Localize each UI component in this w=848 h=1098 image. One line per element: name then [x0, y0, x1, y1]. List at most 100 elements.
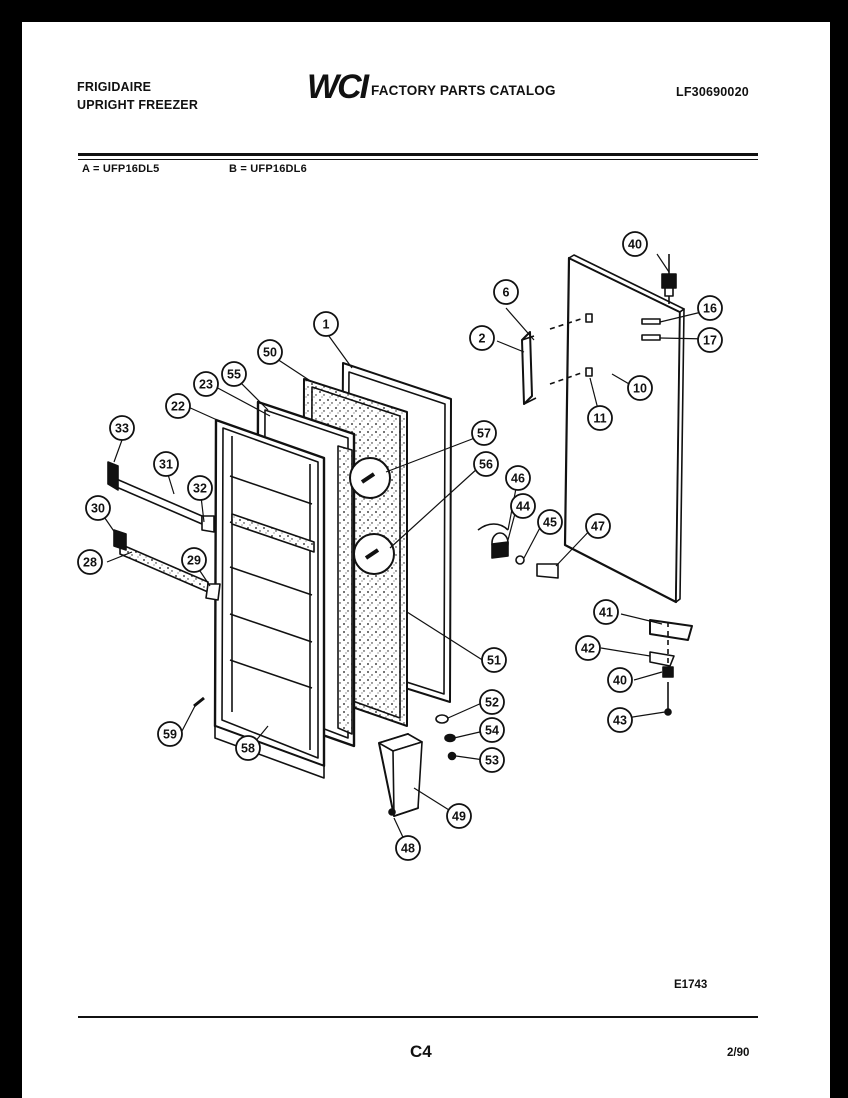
callout-label: 29	[187, 554, 201, 568]
callout-label: 57	[477, 427, 491, 441]
callout-label: 11	[593, 412, 606, 426]
callout-c47: 47	[585, 513, 611, 539]
callout-circle	[587, 405, 613, 431]
inner-liner-22	[213, 418, 326, 779]
callout-circle	[622, 231, 648, 257]
callout-circle	[593, 599, 619, 625]
callout-circle	[510, 493, 536, 519]
callout-c42: 42	[575, 635, 601, 661]
callout-c40a: 40	[622, 231, 648, 257]
callout-label: 41	[599, 606, 613, 620]
revision-date: 2/90	[727, 1047, 750, 1059]
footer-rule	[78, 1016, 758, 1018]
thermostat-parts	[477, 523, 559, 579]
top-hinge-screw	[661, 254, 677, 304]
callout-circle	[473, 451, 499, 477]
callout-c52: 52	[479, 689, 505, 715]
callout-circle	[85, 495, 111, 521]
leader-lines	[97, 253, 711, 849]
callout-label: 55	[227, 368, 241, 382]
callout-label: 51	[487, 654, 501, 668]
callout-circle	[395, 835, 421, 861]
callout-label: 44	[516, 500, 530, 514]
catalog-sheet: FRIGIDAIRE UPRIGHT FREEZER WCI FACTORY P…	[22, 22, 830, 1098]
callout-circle	[446, 803, 472, 829]
callout-label: 49	[452, 810, 466, 824]
callout-circle	[77, 549, 103, 575]
outer-door-panel	[549, 254, 685, 604]
callout-label: 6	[503, 286, 510, 300]
callout-c28: 28	[77, 549, 103, 575]
exploded-door-diagram: 40 6 16 1 2 17 50 10 23 55 22 11 33 57 31 56 46 32 44 30 45 4…	[77, 231, 723, 861]
callout-c50: 50	[257, 339, 283, 365]
callout-c16: 16	[697, 295, 723, 321]
callout-c31: 31	[153, 451, 179, 477]
bottom-cover	[378, 733, 423, 817]
callout-c30: 30	[85, 495, 111, 521]
callout-label: 42	[581, 642, 595, 656]
callout-label: 48	[401, 842, 415, 856]
callout-circle	[221, 361, 247, 387]
figure-id: E1743	[674, 979, 708, 991]
catalog-number: LF30690020	[676, 85, 749, 99]
callout-label: 33	[115, 422, 129, 436]
callout-circle	[697, 295, 723, 321]
callout-circle	[479, 689, 505, 715]
callout-c44: 44	[510, 493, 536, 519]
callout-label: 28	[83, 556, 97, 570]
shelf-rail-31	[107, 461, 215, 533]
callout-c56: 56	[473, 451, 499, 477]
callout-circle	[187, 475, 213, 501]
callout-c1: 1	[313, 311, 339, 337]
callout-c40b: 40	[607, 667, 633, 693]
callout-label: 30	[91, 502, 105, 516]
callout-label: 59	[163, 728, 177, 742]
callout-label: 52	[485, 696, 499, 710]
product-name: UPRIGHT FREEZER	[77, 98, 199, 112]
callout-circle	[257, 339, 283, 365]
callout-c58: 58	[235, 735, 261, 761]
callout-label: 46	[511, 472, 525, 486]
callout-label: 1	[323, 318, 330, 332]
callout-label: 17	[703, 334, 717, 348]
callout-circle	[575, 635, 601, 661]
callout-label: 22	[171, 400, 185, 414]
callout-label: 50	[263, 346, 277, 360]
callout-circle	[235, 735, 261, 761]
callout-c10: 10	[627, 375, 653, 401]
callout-c49: 49	[446, 803, 472, 829]
callout-c23: 23	[193, 371, 219, 397]
callout-c11: 11	[587, 405, 613, 431]
callout-circle	[181, 547, 207, 573]
callout-c57: 57	[471, 420, 497, 446]
callout-label: 45	[543, 516, 557, 530]
callout-label: 47	[591, 520, 605, 534]
callout-c51: 51	[481, 647, 507, 673]
callout-circle	[153, 451, 179, 477]
callout-circle	[471, 420, 497, 446]
callout-label: 54	[485, 724, 499, 738]
callout-layer: 40 6 16 1 2 17 50 10 23 55 22 11 33 57 31 56 46 32 44 30 45 4…	[77, 231, 723, 861]
callout-circle	[109, 415, 135, 441]
door-handle	[521, 331, 537, 405]
callout-c33: 33	[109, 415, 135, 441]
callout-c43: 43	[607, 707, 633, 733]
callout-circle	[585, 513, 611, 539]
callout-label: 40	[613, 674, 627, 688]
callout-label: 16	[703, 302, 717, 316]
callout-c53: 53	[479, 747, 505, 773]
callout-circle	[157, 721, 183, 747]
callout-circle	[537, 509, 563, 535]
callout-c48: 48	[395, 835, 421, 861]
callout-circle	[165, 393, 191, 419]
bottom-hinge-parts	[649, 619, 693, 716]
header-rule-thick	[78, 153, 758, 156]
callout-label: 43	[613, 714, 627, 728]
callout-circle	[697, 327, 723, 353]
page-code: C4	[410, 1042, 432, 1061]
brand-name: FRIGIDAIRE	[77, 80, 152, 94]
callout-label: 32	[193, 482, 207, 496]
callout-c2: 2	[469, 325, 495, 351]
callout-label: 40	[628, 238, 642, 252]
